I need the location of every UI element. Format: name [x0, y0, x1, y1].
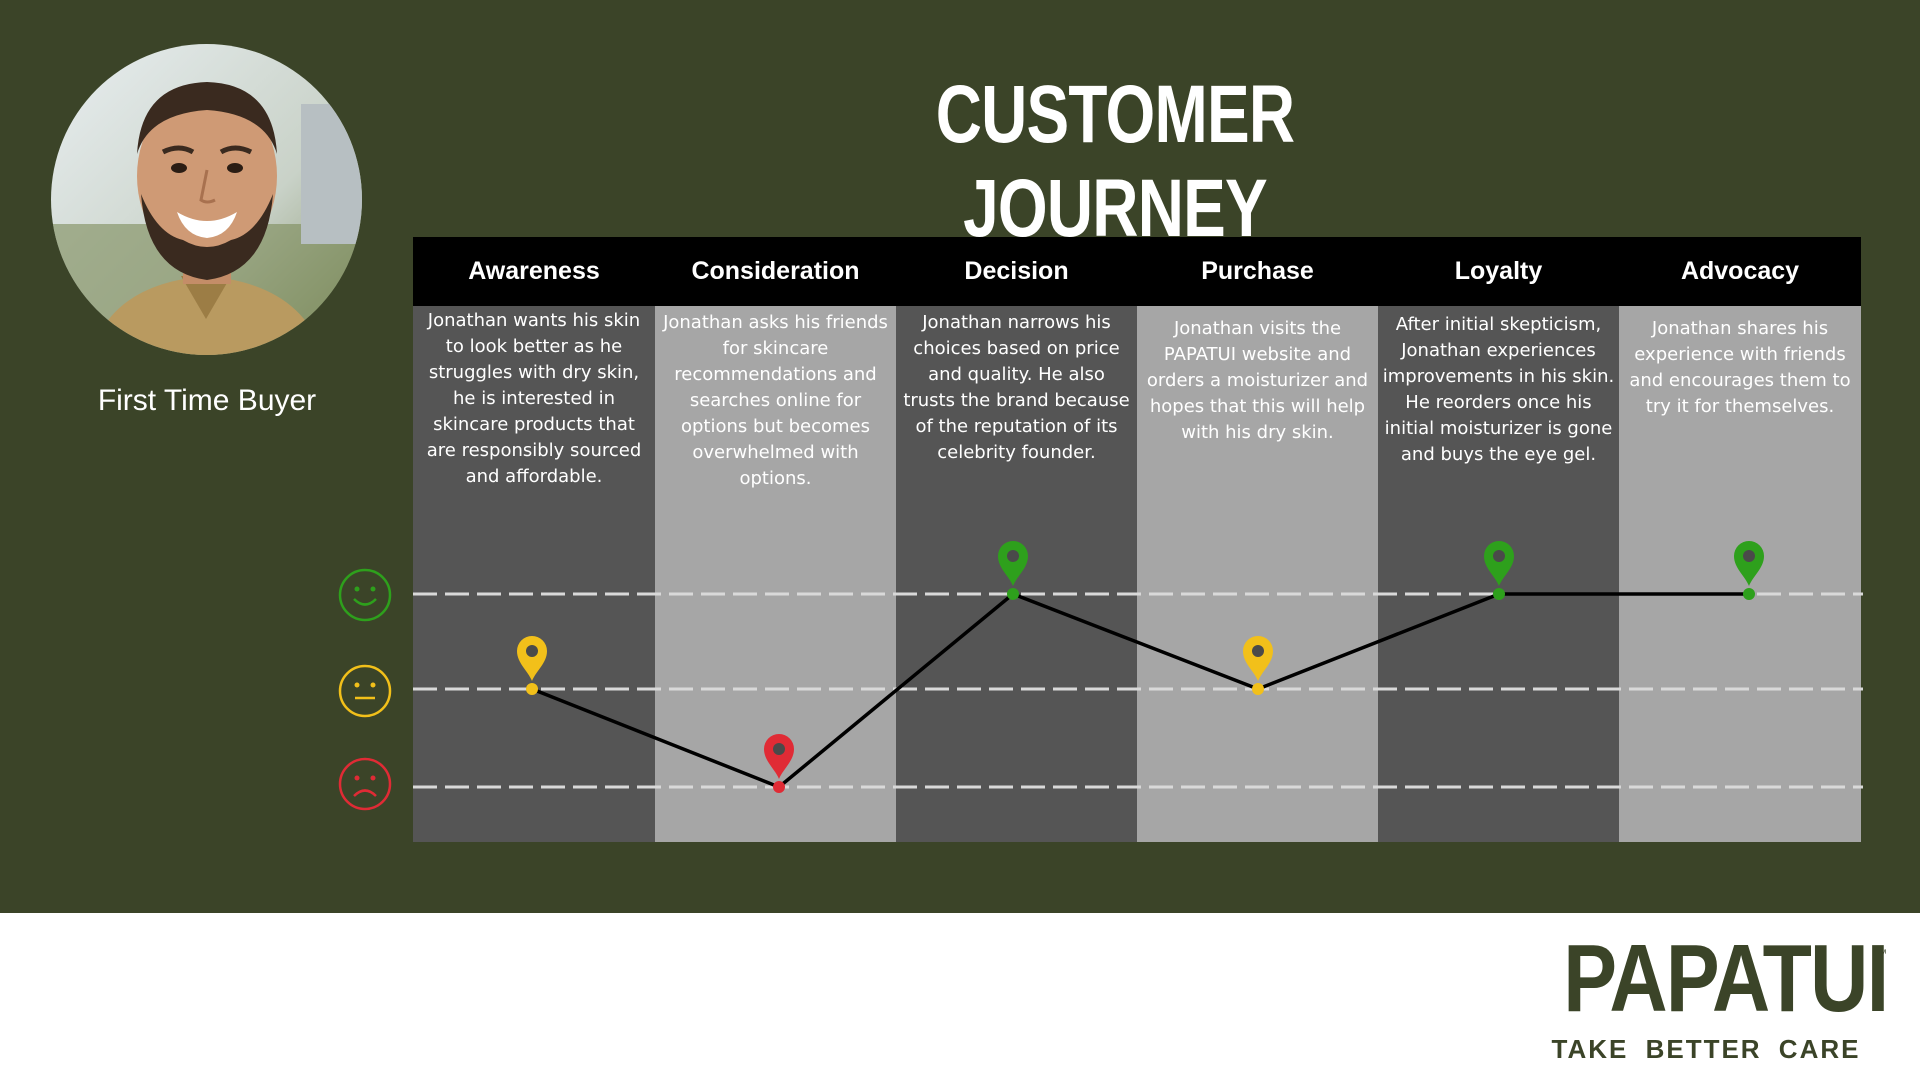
- stage-column-consideration: Consideration Jonathan asks his friends …: [655, 237, 896, 842]
- stage-header-loyalty: Loyalty: [1378, 237, 1619, 306]
- stage-column-loyalty: Loyalty After initial skepticism, Jonath…: [1378, 237, 1619, 842]
- persona-photo: [51, 44, 362, 355]
- stage-header-awareness: Awareness: [413, 237, 655, 306]
- stage-description-consideration: Jonathan asks his friends for skincare r…: [663, 312, 888, 489]
- persona-avatar: [51, 44, 362, 355]
- logo-wordmark: PAPATUI: [1563, 925, 1889, 1032]
- stage-column-awareness: Awareness Jonathan wants his skin to loo…: [413, 237, 655, 842]
- stage-description-awareness: Jonathan wants his skin to look better a…: [426, 310, 642, 487]
- logo-trademark: ™: [1876, 948, 1887, 960]
- neutral-face-icon: [338, 664, 392, 718]
- stage-header-decision: Decision: [896, 237, 1137, 306]
- page-title: CUSTOMER JOURNEY: [935, 69, 1295, 254]
- stage-header-purchase: Purchase: [1137, 237, 1378, 306]
- stage-description-decision: Jonathan narrows his choices based on pr…: [903, 312, 1130, 463]
- journey-table: Awareness Jonathan wants his skin to loo…: [413, 237, 1861, 842]
- logo-tagline: TAKE BETTER CARE: [1551, 1034, 1861, 1064]
- stage-header-consideration: Consideration: [655, 237, 896, 306]
- sad-face-icon: [338, 757, 392, 811]
- papatui-logo: PAPATUI ™ TAKE BETTER CARE: [1526, 925, 1890, 1064]
- stage-column-purchase: Purchase Jonathan visits the PAPATUI web…: [1137, 237, 1378, 842]
- stage-description-purchase: Jonathan visits the PAPATUI website and …: [1146, 318, 1369, 443]
- stage-header-advocacy: Advocacy: [1619, 237, 1861, 306]
- stage-description-advocacy: Jonathan shares his experience with frie…: [1629, 318, 1851, 417]
- stage-column-decision: Decision Jonathan narrows his choices ba…: [896, 237, 1137, 842]
- happy-face-icon: [338, 568, 392, 622]
- stage-description-loyalty: After initial skepticism, Jonathan exper…: [1382, 314, 1615, 465]
- stage-column-advocacy: Advocacy Jonathan shares his experience …: [1619, 237, 1861, 842]
- persona-label: First Time Buyer: [97, 384, 317, 417]
